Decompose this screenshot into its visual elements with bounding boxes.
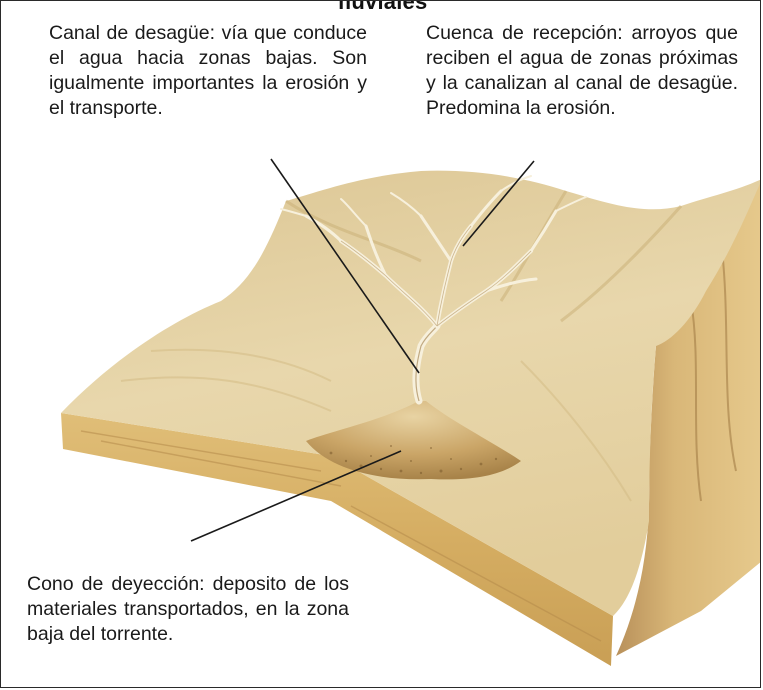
label-cuenca-de-recepcion: Cuenca de recepción: arroyos que reciben…: [426, 22, 738, 119]
leader-line-canal: [270, 158, 420, 374]
right-cliff-face: [616, 181, 760, 656]
diagram-title: fluviales: [337, 0, 428, 14]
leader-line-cuenca: [462, 160, 535, 247]
label-cono-de-deyeccion: Cono de deyección: deposito de los mater…: [27, 573, 349, 645]
leader-line-cono: [190, 450, 402, 542]
terrain-surface: [61, 170, 760, 616]
label-canal-de-desague: Canal de desagüe: vía que conduce el agu…: [49, 22, 367, 119]
alluvial-fan: [306, 401, 521, 480]
